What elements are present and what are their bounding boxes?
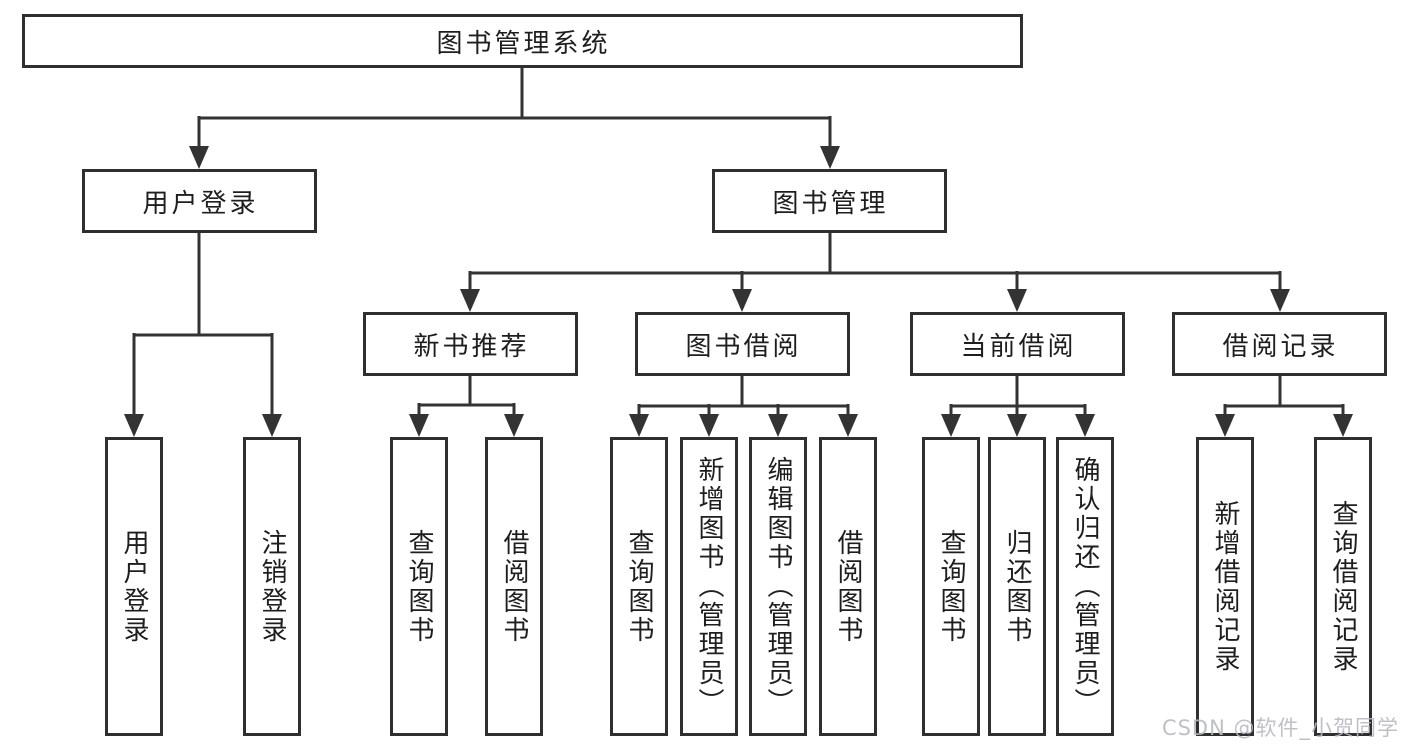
node-root: 图书管理系统 bbox=[22, 14, 1023, 68]
leaf-query-books-2: 查询图书 bbox=[610, 437, 668, 736]
leaf-query-books-3: 查询图书 bbox=[922, 437, 980, 736]
leaf-add-borrow-rec-label: 新增借阅记录 bbox=[1210, 499, 1240, 674]
leaf-return-book-label: 归还图书 bbox=[1002, 528, 1032, 645]
node-new-book-recommend: 新书推荐 bbox=[363, 312, 578, 376]
leaf-borrow-books-2: 借阅图书 bbox=[819, 437, 877, 736]
leaf-add-book-admin-label: 新增图书（管理员） bbox=[694, 456, 724, 717]
leaf-query-books-1-label: 查询图书 bbox=[404, 528, 434, 645]
node-current-borrow: 当前借阅 bbox=[910, 312, 1125, 376]
leaf-edit-book-admin-label: 编辑图书（管理员） bbox=[763, 456, 793, 717]
leaf-user-login: 用户登录 bbox=[105, 437, 163, 736]
leaf-query-books-1: 查询图书 bbox=[390, 437, 448, 736]
leaf-query-books-3-label: 查询图书 bbox=[936, 528, 966, 645]
node-user-login-branch-label: 用户登录 bbox=[142, 188, 259, 219]
leaf-return-book: 归还图书 bbox=[988, 437, 1046, 736]
leaf-logout-label: 注销登录 bbox=[257, 528, 287, 645]
leaf-confirm-return: 确认归还（管理员） bbox=[1056, 437, 1114, 736]
leaf-confirm-return-label: 确认归还（管理员） bbox=[1070, 456, 1100, 717]
node-book-borrow: 图书借阅 bbox=[635, 312, 850, 376]
leaf-logout: 注销登录 bbox=[243, 437, 301, 736]
leaf-borrow-books-1: 借阅图书 bbox=[485, 437, 543, 736]
leaf-query-borrow-rec: 查询借阅记录 bbox=[1314, 437, 1372, 736]
node-book-borrow-label: 图书借阅 bbox=[685, 331, 802, 362]
leaf-query-books-2-label: 查询图书 bbox=[624, 528, 654, 645]
leaf-add-book-admin: 新增图书（管理员） bbox=[680, 437, 738, 736]
node-book-management-label: 图书管理 bbox=[772, 188, 889, 219]
leaf-edit-book-admin: 编辑图书（管理员） bbox=[749, 437, 807, 736]
leaf-borrow-books-1-label: 借阅图书 bbox=[499, 528, 529, 645]
leaf-borrow-books-2-label: 借阅图书 bbox=[833, 528, 863, 645]
leaf-query-borrow-rec-label: 查询借阅记录 bbox=[1328, 499, 1358, 674]
node-user-login-branch: 用户登录 bbox=[82, 169, 317, 233]
node-current-borrow-label: 当前借阅 bbox=[960, 331, 1077, 362]
node-borrow-records: 借阅记录 bbox=[1172, 312, 1387, 376]
connectors bbox=[124, 65, 1353, 437]
node-borrow-records-label: 借阅记录 bbox=[1222, 331, 1339, 362]
node-new-book-recommend-label: 新书推荐 bbox=[413, 331, 530, 362]
leaf-add-borrow-rec: 新增借阅记录 bbox=[1196, 437, 1254, 736]
leaf-user-login-label: 用户登录 bbox=[119, 528, 149, 645]
node-root-label: 图书管理系统 bbox=[436, 28, 611, 59]
csdn-watermark: CSDN @软件_小贺同学 bbox=[1161, 716, 1399, 740]
node-book-management: 图书管理 bbox=[712, 169, 947, 233]
